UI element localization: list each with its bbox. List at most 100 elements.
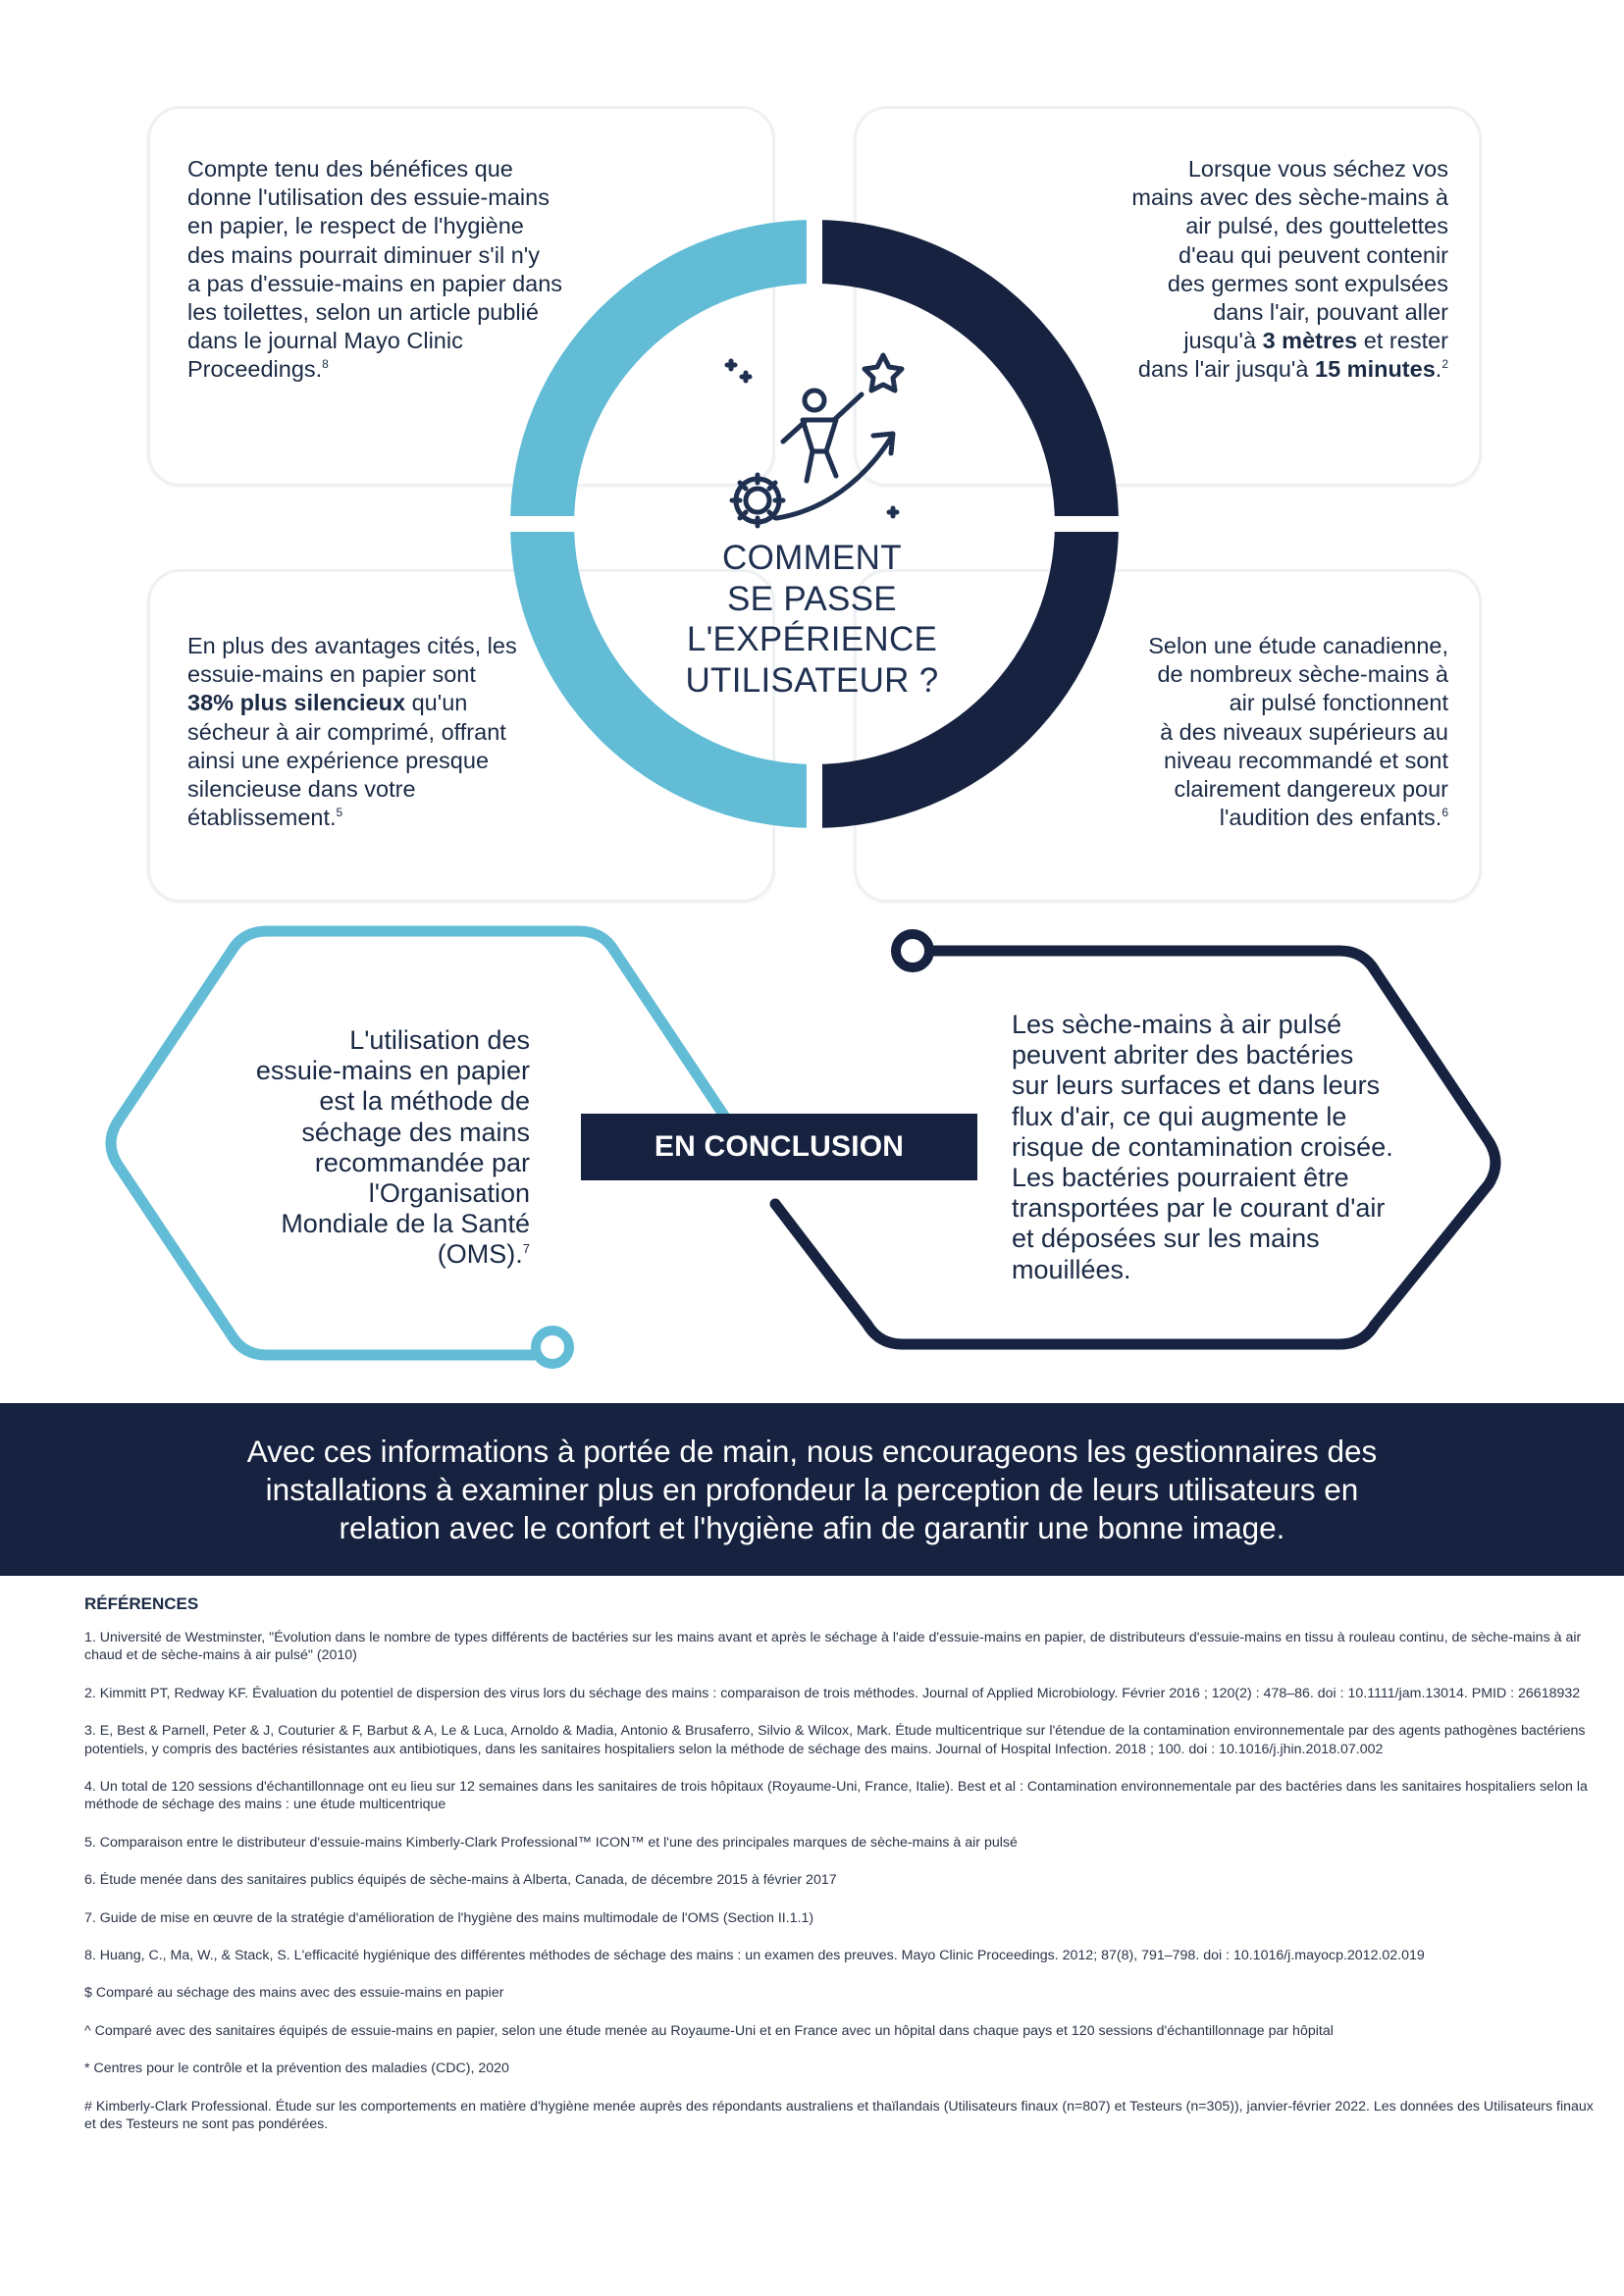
reference-item: 8. Huang, C., Ma, W., & Stack, S. L'effi… <box>84 1948 1425 1964</box>
title-line: UTILISATEUR ? <box>685 660 939 700</box>
text-line: donne l'utilisation des essuie-mains <box>187 184 550 211</box>
card-bottom-right-text: Selon une étude canadienne, de nombreux … <box>1050 632 1448 832</box>
conclusion-left-text: L'utilisation des essuie-mains en papier… <box>196 1025 530 1271</box>
reference-item: * Centres pour le contrôle et la prévent… <box>84 2061 509 2077</box>
references-title: RÉFÉRENCES <box>84 1594 199 1613</box>
footnote-mark: 6 <box>1441 806 1448 820</box>
text-line: recommandée par <box>314 1147 530 1177</box>
text-line: En plus des avantages cités, les <box>187 633 517 658</box>
card-top-right-text: Lorsque vous séchez vos mains avec des s… <box>1030 155 1448 385</box>
ring-graphic <box>510 220 1119 828</box>
reference-item: 6. Étude menée dans des sanitaires publi… <box>84 1872 837 1889</box>
text-span: établissement. <box>187 805 337 831</box>
footnote-mark: 7 <box>522 1241 530 1257</box>
text-line: flux d'air, ce qui augmente le <box>1012 1101 1347 1131</box>
text-line: sécheur à air comprimé, offrant <box>187 718 506 745</box>
text-line: est la méthode de <box>319 1086 530 1117</box>
text-bold: 3 mètres <box>1262 328 1358 354</box>
reference-item: 4. Un total de 120 sessions d'échantillo… <box>84 1779 1588 1813</box>
text-line: d'eau qui peuvent contenir <box>1179 241 1448 268</box>
text-line: mouillées. <box>1012 1254 1131 1284</box>
ring-right-half <box>814 220 1119 828</box>
text-span: et rester <box>1357 328 1448 354</box>
title-line: L'EXPÉRIENCE <box>686 620 938 658</box>
text-line: des germes sont expulsées <box>1167 270 1448 296</box>
ring-left-half <box>510 220 814 828</box>
text-line: installations à examiner plus en profond… <box>265 1472 1359 1507</box>
text-line: l'audition des enfants.6 <box>1050 804 1448 832</box>
text-line: essuie-mains en papier sont <box>187 661 476 688</box>
text-span: Proceedings. <box>187 356 323 383</box>
text-line: Proceedings.8 <box>187 355 600 384</box>
reference-item: ^ Comparé avec des sanitaires équipés de… <box>84 2022 1334 2039</box>
text-line: Avec ces informations à portée de main, … <box>246 1434 1378 1469</box>
text-line: clairement dangereux pour <box>1174 776 1448 803</box>
footnote-mark: 8 <box>322 357 329 372</box>
text-line: niveau recommandé et sont <box>1164 747 1448 773</box>
hexagon-outlines <box>105 925 1501 1369</box>
references-list: 1. Université de Westminster, "Évolution… <box>84 1629 1596 2154</box>
text-line: à des niveaux supérieurs au <box>1160 718 1448 745</box>
text-line: jusqu'à 3 mètres et rester <box>1030 327 1448 355</box>
conclusion-label: EN CONCLUSION <box>581 1114 977 1180</box>
text-line: Compte tenu des bénéfices que <box>187 156 513 182</box>
text-line: air pulsé, des gouttelettes <box>1185 213 1448 239</box>
text-line: et déposées sur les mains <box>1012 1224 1320 1254</box>
left-hexagon-node <box>531 1326 574 1369</box>
text-line: ainsi une expérience presque <box>187 747 490 773</box>
text-span: jusqu'à <box>1183 328 1263 354</box>
text-span: qu'un <box>405 690 468 716</box>
summary-banner <box>0 1403 1624 1576</box>
text-line: dans l'air, pouvant aller <box>1213 299 1448 326</box>
text-line: Les sèche-mains à air pulsé <box>1012 1010 1342 1039</box>
title-line: COMMENT <box>722 539 902 577</box>
card-top-left-text: Compte tenu des bénéfices que donne l'ut… <box>187 155 600 385</box>
text-line: Selon une étude canadienne, <box>1148 633 1448 658</box>
text-bold: 15 minutes <box>1315 356 1436 383</box>
reference-item: 3. E, Best & Parnell, Peter & J, Couturi… <box>84 1723 1586 1757</box>
text-line: 38% plus silencieux qu'un <box>187 689 580 717</box>
reference-item: 7. Guide de mise en œuvre de la stratégi… <box>84 1909 814 1926</box>
text-line: air pulsé fonctionnent <box>1229 690 1448 716</box>
card-bottom-left-text: En plus des avantages cités, les essuie-… <box>187 632 580 832</box>
footnote-mark: 2 <box>1441 357 1448 372</box>
reference-item: 2. Kimmitt PT, Redway KF. Évaluation du … <box>84 1685 1581 1701</box>
text-line: mains avec des sèche-mains à <box>1131 184 1448 211</box>
text-line: dans le journal Mayo Clinic <box>187 328 463 354</box>
text-span: . <box>1435 356 1442 383</box>
text-line: Les bactéries pourraient être <box>1012 1163 1349 1193</box>
text-line: Mondiale de la Santé <box>281 1209 530 1239</box>
text-span: dans l'air jusqu'à <box>1137 356 1315 383</box>
text-line: de nombreux sèche-mains à <box>1157 661 1448 688</box>
text-line: relation avec le confort et l'hygiène af… <box>339 1510 1285 1545</box>
text-line: en papier, le respect de l'hygiène <box>187 213 524 239</box>
footnote-mark: 5 <box>336 806 343 820</box>
text-line: essuie-mains en papier <box>255 1056 530 1086</box>
text-line: (OMS).7 <box>196 1239 530 1270</box>
text-line: a pas d'essuie-mains en papier dans <box>187 270 563 296</box>
text-line: des mains pourrait diminuer s'il n'y <box>187 241 541 268</box>
text-line: établissement.5 <box>187 804 580 832</box>
right-hexagon-outline <box>769 945 1501 1350</box>
text-span: l'audition des enfants. <box>1219 805 1442 831</box>
right-hexagon-node <box>891 929 934 972</box>
reference-item: # Kimberly-Clark Professional. Étude sur… <box>84 2098 1594 2133</box>
text-span: (OMS). <box>437 1239 523 1270</box>
text-line: L'utilisation des <box>349 1025 530 1055</box>
text-line: les toilettes, selon un article publié <box>187 299 539 326</box>
text-line: risque de contamination croisée. <box>1012 1131 1393 1162</box>
text-line: silencieuse dans votre <box>187 776 416 803</box>
reference-item: $ Comparé au séchage des mains avec des … <box>84 1985 504 2002</box>
conclusion-right-text: Les sèche-mains à air pulsé peuvent abri… <box>1012 1010 1424 1285</box>
reference-item: 5. Comparaison entre le distributeur d'e… <box>84 1834 1018 1851</box>
text-line: sur leurs surfaces et dans leurs <box>1012 1070 1381 1101</box>
text-line: dans l'air jusqu'à 15 minutes.2 <box>1030 355 1448 384</box>
text-line: Lorsque vous séchez vos <box>1187 156 1448 182</box>
summary-banner-text: Avec ces informations à portée de main, … <box>157 1433 1467 1547</box>
text-line: l'Organisation <box>368 1178 530 1209</box>
text-line: peuvent abriter des bactéries <box>1012 1040 1354 1070</box>
text-line: séchage des mains <box>301 1117 530 1147</box>
reference-item: 1. Université de Westminster, "Évolution… <box>84 1630 1582 1664</box>
title-line: SE PASSE <box>727 579 897 618</box>
text-bold: 38% plus silencieux <box>187 690 406 716</box>
